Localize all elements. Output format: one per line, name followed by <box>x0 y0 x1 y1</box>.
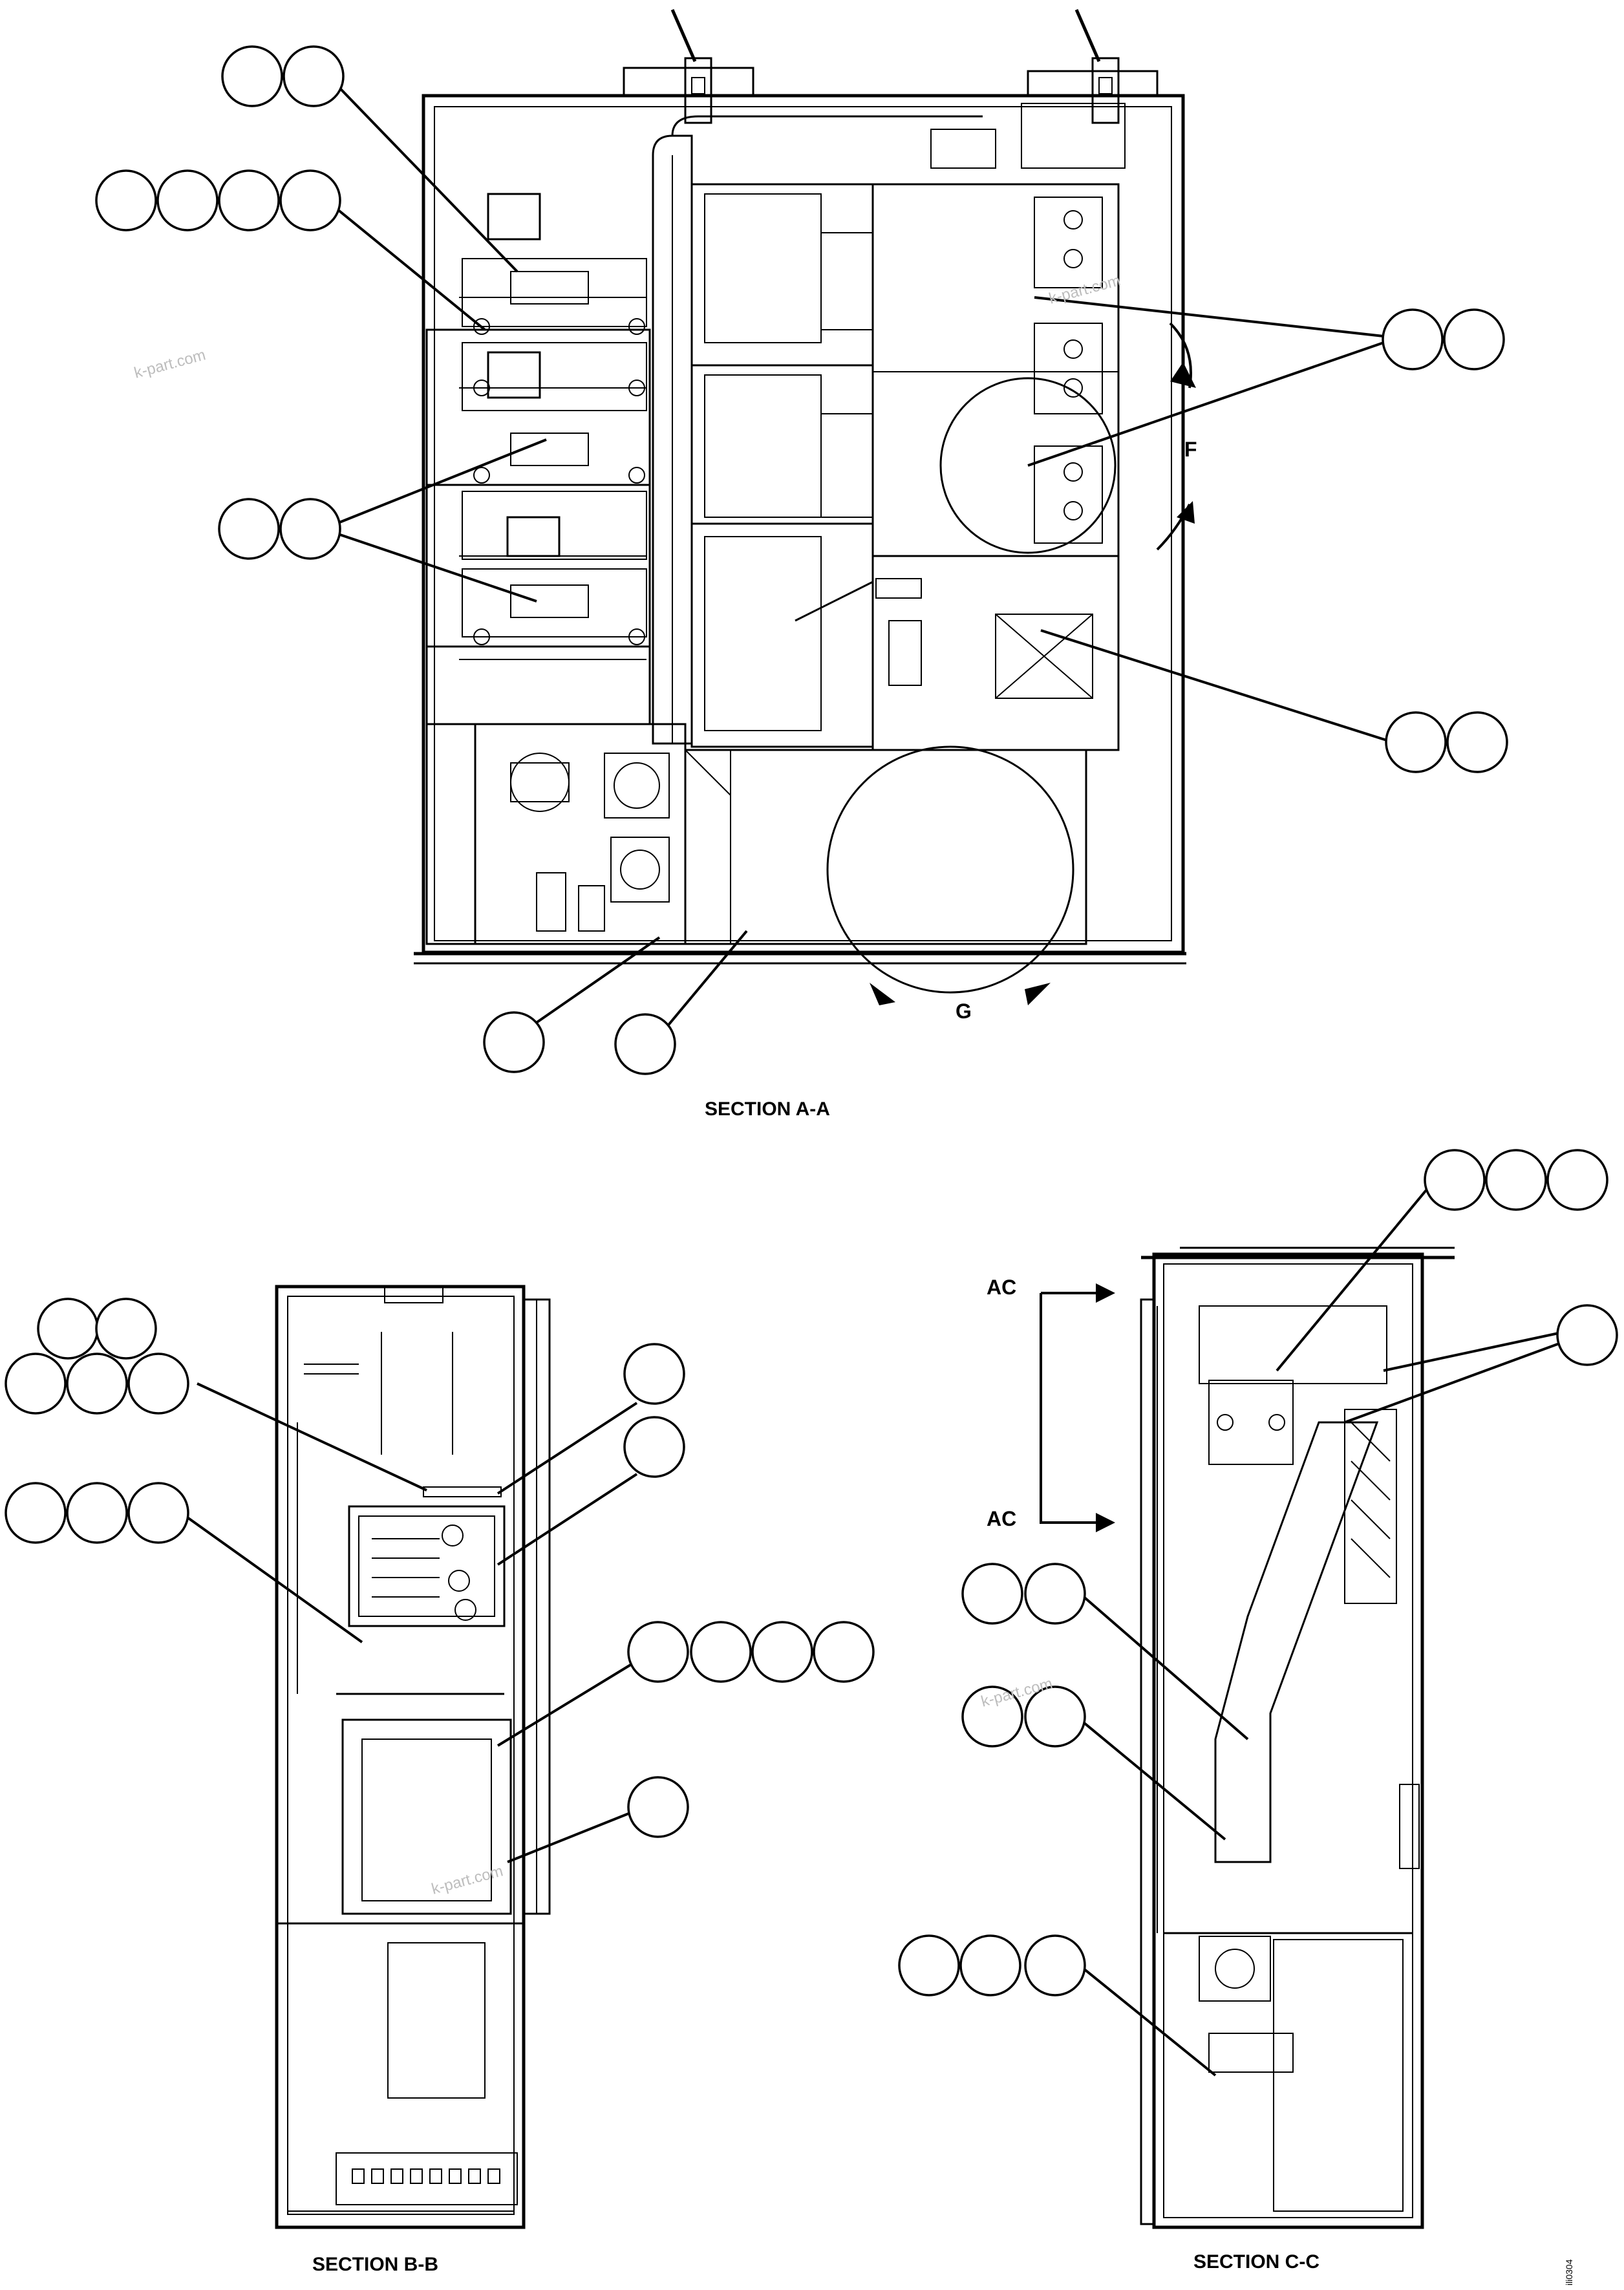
leader-line <box>1034 296 1384 337</box>
control-board <box>348 1505 506 1627</box>
busbar <box>1214 1421 1379 1863</box>
callout-bubble <box>279 498 341 560</box>
callout-bubble <box>221 45 283 107</box>
section-ac-marker: AC AC <box>987 1276 1115 1532</box>
callout-group-bb <box>5 1298 875 1863</box>
callout-bubble <box>959 1934 1021 1996</box>
callout-bubble <box>1024 1934 1086 1996</box>
ac-top-label: AC <box>987 1276 1016 1299</box>
leader-line <box>1040 629 1387 742</box>
callout-bubble <box>1382 308 1444 370</box>
enclosure-inner-wall <box>434 106 1172 941</box>
lifting-eye-left <box>670 8 712 124</box>
lower-chamber <box>795 555 1120 751</box>
left-module-stack <box>425 193 651 725</box>
detail-g-callout: G <box>826 745 1074 1023</box>
callout-bubble <box>218 498 280 560</box>
callout-bubble <box>127 1353 189 1415</box>
watermark-text: k-part.com <box>133 346 208 381</box>
callout-bubble <box>95 1298 157 1360</box>
center-duct <box>652 115 983 748</box>
callout-bubble <box>279 169 341 231</box>
section-aa-view: F G <box>95 8 1508 1120</box>
callout-bubble <box>690 1621 752 1683</box>
lower-compartment <box>425 723 1087 945</box>
drawing-code: ili0304 <box>1564 2259 1574 2285</box>
section-bb-view: SECTION B-B <box>5 1285 875 2275</box>
callout-bubble <box>623 1416 685 1478</box>
leader-line <box>1344 1340 1565 1424</box>
leader-line <box>665 930 748 1029</box>
callout-bubble <box>156 169 219 231</box>
detail-f-callout: F <box>939 322 1197 554</box>
callout-bubble <box>627 1621 689 1683</box>
ac-bottom-label: AC <box>987 1507 1016 1530</box>
leader-line <box>1276 1182 1433 1372</box>
callout-bubble <box>961 1563 1023 1625</box>
detail-f-label: F <box>1184 438 1197 461</box>
callout-bubble <box>898 1934 960 1996</box>
callout-bubble <box>623 1343 685 1405</box>
callout-bubble <box>95 169 157 231</box>
leader-line <box>1027 341 1384 467</box>
callout-bubble <box>1024 1685 1086 1748</box>
callout-bubble <box>627 1776 689 1838</box>
leader-line <box>325 73 518 273</box>
callout-bubble <box>813 1621 875 1683</box>
section-cc-title: SECTION C-C <box>1193 2251 1320 2273</box>
callout-bubble <box>218 169 280 231</box>
callout-bubble <box>1385 711 1447 773</box>
callout-bubble <box>66 1353 128 1415</box>
callout-bubble <box>751 1621 813 1683</box>
leader-line <box>180 1512 363 1643</box>
leader-line <box>1075 1715 1226 1841</box>
callout-bubble <box>1546 1149 1608 1211</box>
section-bb-title: SECTION B-B <box>312 2254 438 2275</box>
callout-bubble <box>614 1013 676 1075</box>
leader-line <box>1078 1964 1217 2077</box>
callout-bubble <box>1446 711 1508 773</box>
leader-line <box>325 199 486 331</box>
cabinet-outline <box>275 1285 526 2229</box>
cabinet-outline <box>1152 1252 1424 2229</box>
leader-line <box>1075 1589 1249 1740</box>
callout-group-cc <box>898 1149 1618 2077</box>
callout-bubble <box>127 1482 189 1544</box>
section-cc-view: AC AC SECTION C-C <box>898 1149 1618 2273</box>
leader-line <box>1383 1331 1565 1372</box>
callout-bubble <box>283 45 345 107</box>
callout-bubble <box>1556 1304 1618 1366</box>
callout-bubble <box>5 1482 67 1544</box>
leader-line <box>507 1809 637 1863</box>
leader-line <box>336 532 537 603</box>
leader-line <box>497 1402 638 1495</box>
callout-bubble <box>37 1298 99 1360</box>
callout-bubble <box>1443 308 1505 370</box>
section-aa-title: SECTION A-A <box>705 1098 830 1120</box>
leader-line <box>497 1654 648 1747</box>
leader-line <box>532 936 661 1026</box>
callout-bubble <box>1024 1563 1086 1625</box>
leader-line <box>197 1382 427 1492</box>
detail-g-label: G <box>956 1000 972 1023</box>
callout-group-aa <box>95 45 1508 1075</box>
top-rail <box>623 67 754 96</box>
callout-bubble <box>1485 1149 1547 1211</box>
callout-bubble <box>1424 1149 1486 1211</box>
leader-line <box>497 1473 638 1566</box>
callout-bubble <box>5 1353 67 1415</box>
lifting-eye-right <box>1074 8 1120 124</box>
callout-bubble <box>66 1482 128 1544</box>
cover-plate <box>341 1718 512 1915</box>
leader-line <box>336 438 547 525</box>
watermark-text: k-part.com <box>430 1862 505 1898</box>
callout-bubble <box>483 1011 545 1073</box>
terminal-panel <box>871 103 1126 557</box>
callout-bubble <box>961 1685 1023 1748</box>
